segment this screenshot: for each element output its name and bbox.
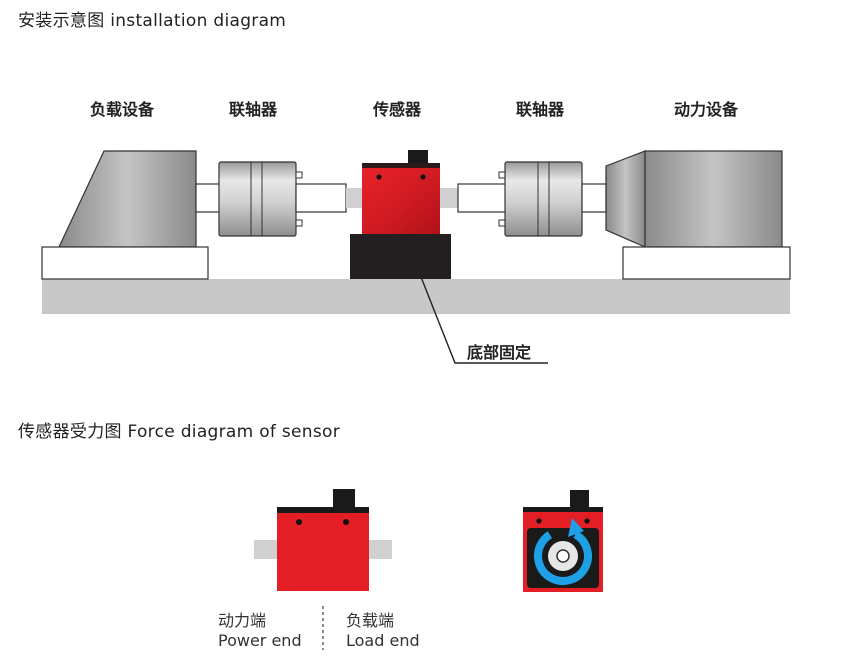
sensor-mount (350, 234, 451, 279)
floor-base (42, 279, 790, 314)
installation-diagram-title: 安装示意图 installation diagram (18, 11, 287, 31)
sensor-shaft-left (346, 188, 362, 208)
rotation-arrow-icon (534, 527, 592, 585)
load-device-label: 负载设备 (90, 100, 155, 119)
load-end-cn: 负载端 (346, 611, 395, 630)
sensor (362, 150, 440, 234)
load-end-en: Load end (346, 631, 420, 650)
load-end-label: 负载端 Load end (346, 611, 420, 651)
power-end-label: 动力端 Power end (218, 611, 302, 651)
sensor-label: 传感器 (373, 100, 422, 119)
right-coupling (498, 161, 583, 237)
force-sensor-side (254, 489, 392, 591)
power-device (605, 150, 791, 280)
load-device (41, 150, 209, 280)
base-fixed-label: 底部固定 (467, 343, 532, 362)
power-end-cn: 动力端 (218, 611, 267, 630)
base-fixed-leader (403, 233, 548, 364)
force-sensor-end (523, 490, 603, 592)
power-end-en: Power end (218, 631, 302, 650)
coupling-left-label: 联轴器 (229, 100, 278, 119)
sensor-shaft-right (440, 188, 458, 208)
right-shaft (581, 183, 607, 213)
left-coupling (218, 161, 303, 237)
force-diagram-title: 传感器受力图 Force diagram of sensor (18, 422, 341, 442)
left-shaft (195, 183, 221, 213)
left-mid-shaft (295, 183, 347, 213)
coupling-right-label: 联轴器 (516, 100, 565, 119)
power-device-label: 动力设备 (674, 100, 739, 119)
right-mid-shaft (457, 183, 507, 213)
